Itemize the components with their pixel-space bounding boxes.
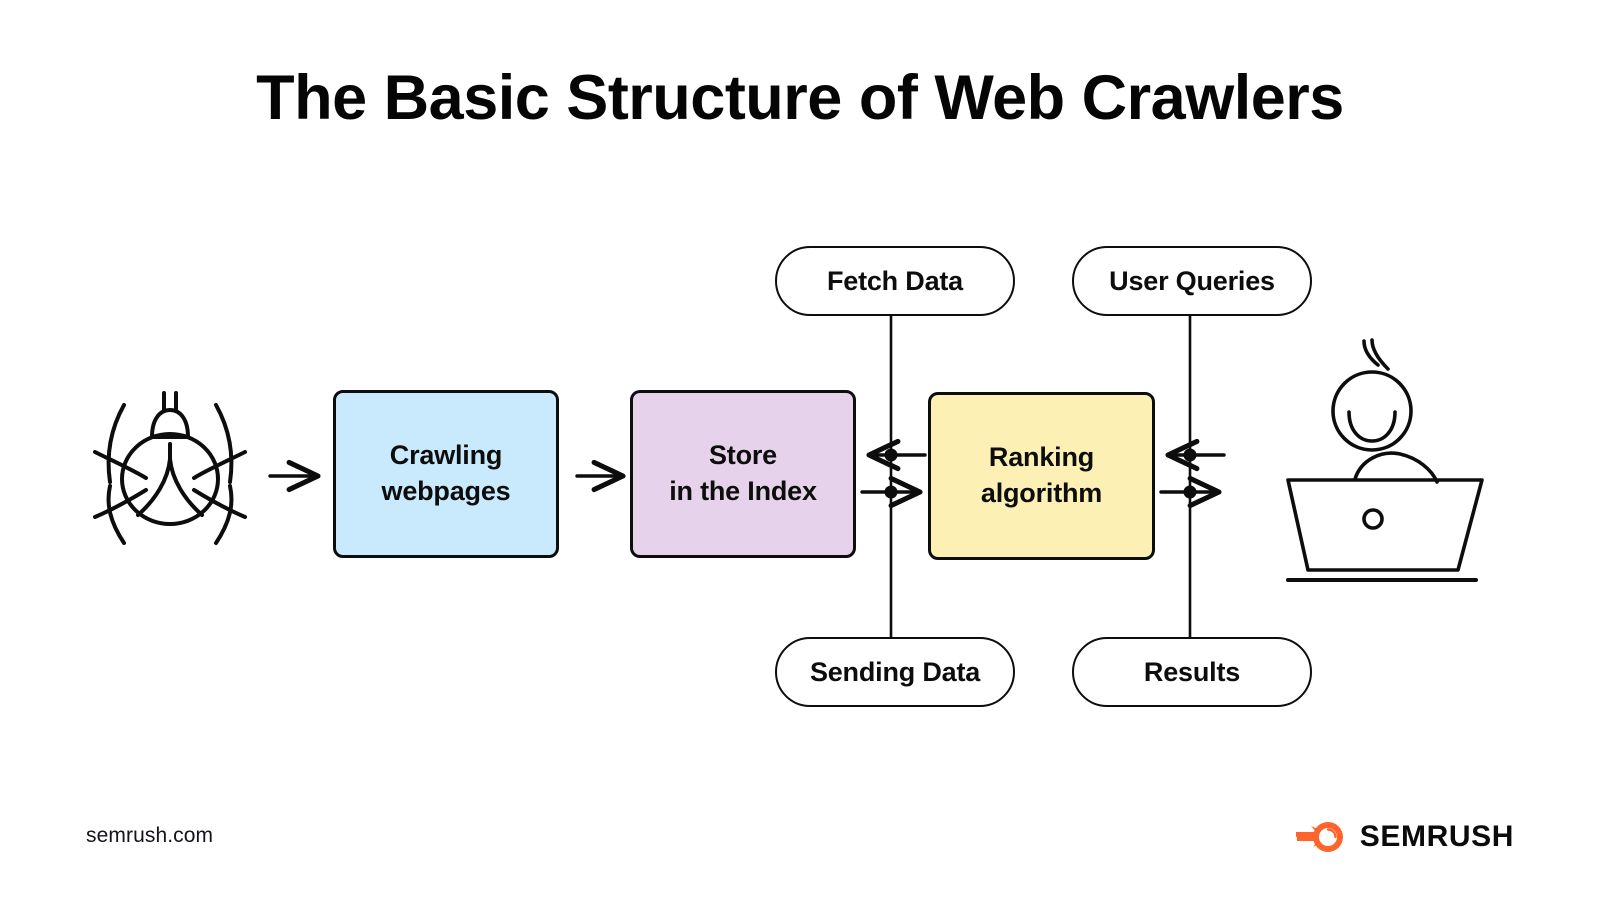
process-box-crawling[interactable]: Crawling webpages: [333, 390, 559, 558]
process-box-ranking-label: Ranking algorithm: [980, 442, 1103, 508]
process-box-store-label: Store in the Index: [669, 440, 817, 506]
pill-node-user-queries[interactable]: User Queries: [1072, 246, 1312, 316]
pill-node-results[interactable]: Results: [1072, 637, 1312, 707]
semrush-logo: SEMRUSH: [1294, 818, 1514, 856]
process-box-store[interactable]: Store in the Index: [630, 390, 856, 558]
brand-name: SEMRUSH: [1359, 820, 1514, 853]
footer-source-url: semrush.com: [86, 824, 214, 847]
pill-node-results-label: Results: [1143, 656, 1241, 687]
pill-node-fetch-data-label: Fetch Data: [826, 265, 964, 296]
page-title: The Basic Structure of Web Crawlers: [256, 63, 1344, 133]
pill-node-sending-data[interactable]: Sending Data: [775, 637, 1015, 707]
pill-node-sending-data-label: Sending Data: [809, 656, 981, 687]
semrush-comet-icon: [1295, 822, 1343, 852]
person-laptop-icon: [1286, 338, 1484, 582]
pill-node-user-queries-label: User Queries: [1109, 265, 1275, 296]
process-box-crawling-label: Crawling webpages: [381, 440, 511, 506]
pill-node-fetch-data[interactable]: Fetch Data: [775, 246, 1015, 316]
spider-icon: [93, 391, 247, 545]
process-box-ranking[interactable]: Ranking algorithm: [928, 392, 1155, 560]
